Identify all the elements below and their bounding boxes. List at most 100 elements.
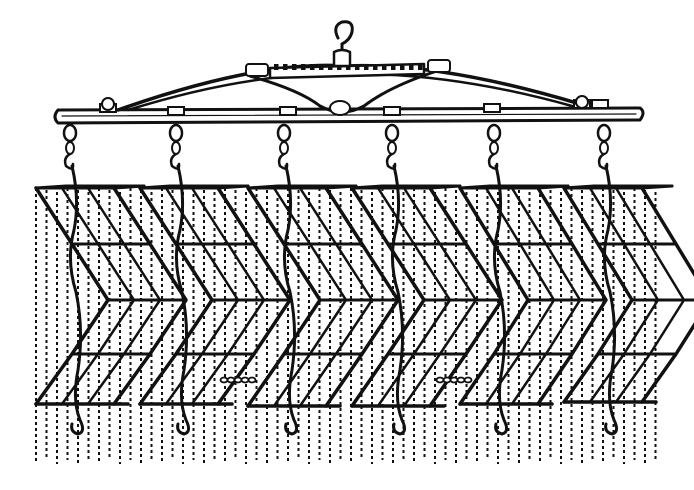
chain-link [599, 141, 609, 155]
coupling-link [456, 376, 466, 384]
section-chain [603, 164, 619, 436]
section-top-edge [112, 184, 146, 190]
section-strut [308, 298, 348, 356]
evener-assembly [53, 20, 645, 170]
section-strut [96, 298, 136, 356]
section-strut [622, 298, 660, 356]
coupling-link [247, 376, 257, 384]
section-chain [493, 164, 509, 436]
chain-link [62, 123, 78, 143]
section-strut [376, 186, 416, 246]
section-chain [283, 164, 299, 436]
section-chain [69, 164, 85, 436]
chain-link [486, 123, 502, 143]
rack-notch [364, 64, 369, 70]
rack-end-clip [427, 59, 451, 73]
section-strut [438, 298, 478, 356]
section-chain [175, 164, 191, 436]
section-strut [60, 186, 100, 246]
harrow-section-3 [246, 184, 400, 408]
chain-link [596, 123, 612, 143]
rack-notch [310, 64, 315, 70]
section-top-edge [428, 184, 462, 190]
section-strut [190, 186, 230, 246]
section-strut [122, 298, 162, 356]
rack-notch [301, 64, 306, 70]
section-top-edge [324, 184, 358, 190]
section-strut [518, 298, 556, 356]
section-strut [588, 352, 626, 404]
rack-end-clip [245, 63, 269, 77]
section-strut [298, 352, 338, 408]
section-strut [272, 352, 312, 408]
rack-notch [274, 64, 279, 70]
section-strut [544, 298, 582, 356]
harrow-section-5 [458, 184, 608, 406]
rack-notch [373, 64, 378, 70]
section-strut [518, 242, 556, 302]
section-strut [272, 186, 312, 246]
truss-end-pin [101, 97, 115, 111]
section-strut [614, 352, 652, 404]
chain-link [168, 123, 184, 143]
rack-notch [292, 64, 297, 70]
section-strut [298, 186, 338, 246]
chain-link [171, 141, 181, 155]
rack-notch [409, 64, 414, 70]
rack-notch [283, 64, 288, 70]
bar-clamp [383, 106, 401, 116]
section-strut [412, 242, 452, 302]
chain-link [65, 141, 75, 155]
coupling-link [240, 376, 250, 384]
section-strut [412, 298, 452, 356]
harrow-sections-layer [34, 164, 694, 436]
harrow-section-2 [138, 184, 292, 406]
chain-link [489, 141, 499, 155]
section-right-bar [216, 186, 292, 406]
section-strut [164, 352, 204, 406]
section-strut [402, 352, 442, 408]
rack-notch [382, 64, 387, 70]
chain-link [387, 141, 397, 155]
truss-end-pin [575, 95, 589, 109]
rack-notch [328, 64, 333, 70]
section-strut [200, 298, 240, 356]
chain-link [384, 123, 400, 143]
coupling-link [233, 376, 243, 384]
section-strut [86, 352, 126, 406]
harrow-section-6 [562, 184, 694, 404]
section-strut [308, 242, 348, 302]
rack-notch [418, 64, 423, 70]
section-strut [86, 186, 126, 246]
section-left-bar [458, 186, 530, 406]
section-top-edge [216, 184, 250, 190]
section-strut [588, 186, 626, 246]
rack-notch [319, 64, 324, 70]
section-top-edge [536, 184, 570, 190]
section-strut [510, 186, 548, 246]
chain-link [276, 123, 292, 143]
section-strut [122, 242, 162, 302]
section-strut [510, 352, 548, 406]
section-strut [334, 242, 374, 302]
coupling-link [442, 376, 452, 384]
section-strut [226, 242, 266, 302]
draft-hook [334, 20, 354, 46]
section-strut [484, 352, 522, 406]
coupling-link [449, 376, 459, 384]
section-strut [164, 186, 204, 246]
center-boss [329, 100, 351, 116]
harrow-section-1 [34, 184, 188, 406]
section-strut [60, 352, 100, 406]
coupling-link [219, 376, 229, 384]
section-strut [648, 242, 686, 302]
chain-link [279, 141, 289, 155]
coupling-link [435, 376, 445, 384]
bar-clamp [591, 99, 609, 109]
coupling-link [226, 376, 236, 384]
section-strut [96, 242, 136, 302]
hook-shackle [332, 48, 352, 68]
section-strut [648, 298, 686, 356]
